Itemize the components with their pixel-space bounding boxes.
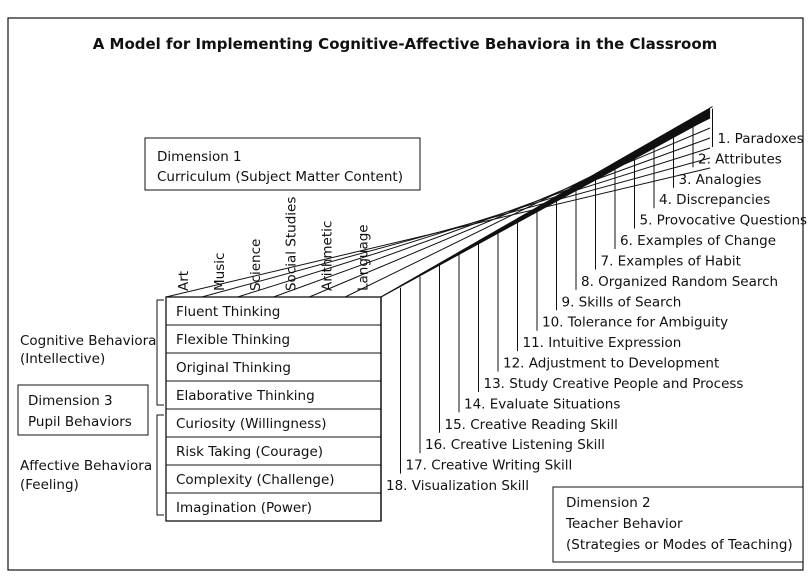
strategy-label: 17. Creative Writing Skill [406,458,573,474]
diagram-title: A Model for Implementing Cognitive-Affec… [93,35,718,53]
behavior-row-label: Flexible Thinking [176,332,290,348]
cognitive-group-label: Cognitive Behaviora [20,333,156,349]
subject-label: Science [248,239,264,291]
affective-group-label: Affective Behaviora [20,458,152,474]
strategy-label: 13. Study Creative People and Process [484,376,744,392]
behavior-row-label: Elaborative Thinking [176,388,315,404]
strategy-label: 14. Evaluate Situations [464,396,620,412]
dimension1-box [144,137,421,191]
strategy-label: 10. Tolerance for Ambiguity [542,315,728,331]
affective-bracket [156,414,164,516]
subject-column-line [237,147,711,298]
strategy-label: 9. Skills of Search [562,294,682,310]
dimension2-box [552,486,804,563]
strategy-label: 18. Visualization Skill [386,478,529,494]
subject-label: Social Studies [284,197,300,291]
strategy-label: 5. Provocative Questions [640,213,808,229]
affective-group-sublabel: (Feeling) [20,477,79,493]
strategy-label: 15. Creative Reading Skill [445,417,618,433]
dimension1-subtitle: Curriculum (Subject Matter Content) [157,169,403,185]
dimension2-line2: Teacher Behavior [565,516,683,532]
strategy-label: 8. Organized Random Search [581,274,778,290]
behavior-row-label: Original Thinking [176,360,291,376]
subject-label: Language [355,224,371,291]
dimension3-heading: Dimension 3 [28,393,113,409]
strategy-label: 2. Attributes [698,151,782,167]
subject-label: Music [212,253,228,291]
outer-frame [7,17,804,571]
strategy-diagonal [709,106,713,109]
dimension2-heading: Dimension 2 [566,495,651,511]
strategy-label: 12. Adjustment to Development [503,356,719,372]
side-face: 1. Paradoxes 2. Attributes 3. Analogies 4. … [380,106,808,521]
subject-label: Arithmetic [320,221,336,291]
subject-column-line [273,137,711,298]
dimension1-heading: Dimension 1 [157,149,242,165]
dimension3-box [17,384,149,436]
top-face: Art Music Science Social Studies Arithmetic L… [165,107,711,298]
strategy-diagonal [380,117,711,298]
cognitive-group-sublabel: (Intellective) [20,351,105,367]
strategy-label: 16. Creative Listening Skill [425,437,605,453]
strategy-label: 7. Examples of Habit [601,253,741,269]
behavior-row-label: Risk Taking (Courage) [176,444,323,460]
dimension2-line3: (Strategies or Modes of Teaching) [566,537,793,553]
strategy-label: 3. Analogies [679,172,762,188]
behavior-row-label: Imagination (Power) [176,500,312,516]
strategy-label: 4. Discrepancies [659,192,770,208]
dimension3-subtitle: Pupil Behaviors [28,414,132,430]
strategy-label: 6. Examples of Change [620,233,776,249]
subject-column-line [201,157,711,298]
behavior-row-label: Complexity (Challenge) [176,472,335,488]
cognitive-bracket [156,299,164,406]
subject-label: Art [176,271,192,291]
behavior-row-label: Fluent Thinking [176,304,280,320]
strategy-label: 1. Paradoxes [718,131,804,147]
strategy-label: 11. Intuitive Expression [523,335,682,351]
subject-column-line [309,127,711,298]
behavior-row-label: Curiosity (Willingness) [176,416,327,432]
